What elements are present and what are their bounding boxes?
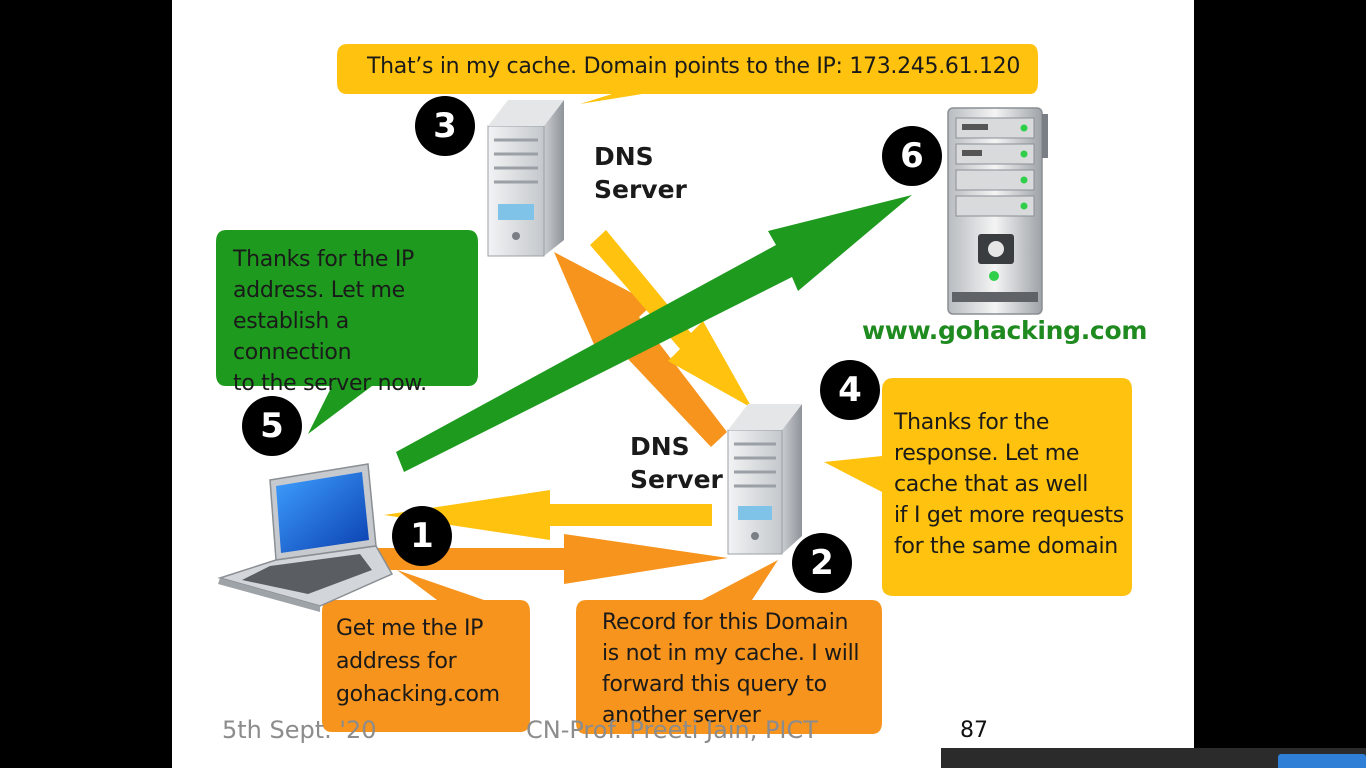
notification-bar — [941, 748, 1366, 768]
bubble-step5-text: Thanks for the IP address. Let me establ… — [233, 247, 427, 396]
bubble-step1 — [322, 570, 530, 732]
step-badge-2: 2 — [792, 533, 852, 593]
bubble-step1-text: Get me the IP address for gohacking.com — [336, 616, 500, 707]
notification-button[interactable] — [1278, 754, 1366, 768]
bubble-step3-text: That’s in my cache. Domain points to the… — [367, 54, 1021, 79]
arrow-connect-to-website — [396, 195, 912, 472]
slide: That’s in my cache. Domain points to the… — [172, 0, 1194, 768]
footer-author: CN-Prof. Preeti Jain, PICT — [526, 716, 818, 744]
dns-server-top-icon — [487, 100, 564, 257]
page-number: 87 — [960, 718, 988, 743]
arrow-query-to-local-dns — [376, 534, 728, 584]
step-badge-6: 6 — [882, 126, 942, 186]
dns-server-local-icon — [727, 404, 802, 555]
bubble-step4-text: Thanks for the response. Let me cache th… — [894, 410, 1124, 559]
bubble-step2-text: Record for this Domain is not in my cach… — [602, 610, 860, 728]
website-label: www.gohacking.com — [862, 316, 1148, 345]
step-badge-3: 3 — [415, 96, 475, 156]
step-badge-5: 5 — [242, 396, 302, 456]
bubble-step3 — [337, 44, 1038, 104]
arrow-response-to-client — [384, 490, 712, 540]
footer-date: 5th Sept. '20 — [222, 716, 377, 744]
dns-server-top-label: DNS Server — [594, 142, 687, 204]
dns-diagram — [216, 44, 1132, 734]
web-server-icon — [947, 107, 1048, 315]
step-badge-4: 4 — [820, 360, 880, 420]
bubble-step4 — [824, 378, 1132, 596]
step-badge-1: 1 — [392, 506, 452, 566]
bubble-step2 — [576, 560, 882, 734]
bubble-step5 — [216, 230, 478, 434]
laptop-icon — [217, 463, 394, 612]
dns-server-local-label: DNS Server — [630, 432, 723, 494]
